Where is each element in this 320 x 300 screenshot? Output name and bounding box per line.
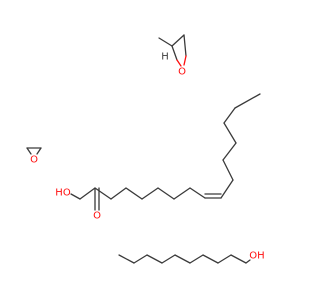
bond: [223, 107, 236, 124]
bond: [217, 254, 232, 264]
bond: [174, 254, 191, 264]
bond: [171, 45, 178, 61]
oxygen-label: O: [93, 211, 101, 222]
bond: [94, 187, 112, 200]
oxirane-molecule: O: [26, 147, 42, 166]
oleic-acid-molecule: O HO: [55, 93, 261, 222]
methyloxirane-molecule: H O: [158, 34, 187, 78]
oxygen-label: O: [30, 155, 38, 166]
bond: [36, 147, 42, 155]
bond: [234, 93, 261, 109]
bond: [222, 142, 237, 161]
bond: [223, 122, 237, 144]
bond: [220, 179, 234, 199]
chemical-structure-canvas: H O O O HO: [26, 34, 265, 264]
bond: [157, 187, 175, 200]
bond: [146, 254, 163, 264]
hydroxyl-label: OH: [249, 251, 264, 262]
bond: [118, 254, 135, 264]
bond: [230, 254, 247, 264]
hydrogen-label: H: [161, 52, 169, 63]
bond: [176, 59, 182, 67]
bond: [183, 55, 187, 66]
bond: [222, 159, 234, 181]
bond: [171, 34, 185, 47]
bond: [26, 147, 32, 155]
bond: [202, 254, 219, 264]
bond: [141, 187, 159, 200]
decanol-molecule: OH: [118, 251, 265, 264]
bond: [173, 187, 191, 200]
bond: [133, 254, 148, 264]
bond: [161, 254, 176, 264]
bond: [110, 187, 127, 200]
oxygen-label: O: [178, 67, 186, 78]
bond: [183, 34, 187, 57]
bond: [79, 187, 96, 200]
bond: [189, 187, 206, 199]
bond: [70, 193, 81, 200]
bond: [189, 254, 204, 264]
bond: [158, 37, 173, 47]
bond: [125, 187, 143, 200]
bond: [245, 259, 251, 264]
hydroxyl-label: HO: [55, 188, 71, 199]
